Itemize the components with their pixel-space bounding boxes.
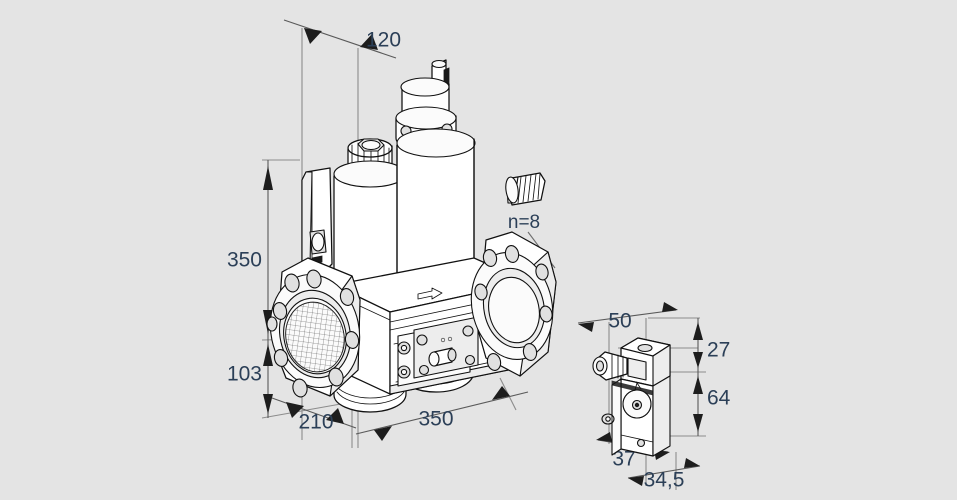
cover-plate bbox=[397, 316, 479, 387]
callout-n8-label: n=8 bbox=[508, 212, 540, 233]
coil-connector-part bbox=[592, 337, 671, 457]
dimension-210: 210 bbox=[271, 397, 357, 434]
dimension-350-length: 350 bbox=[355, 386, 529, 441]
dimension-27: 27 bbox=[693, 318, 730, 372]
dimension-34-5-label: 34,5 bbox=[644, 469, 685, 492]
dimension-350-height-label: 350 bbox=[227, 249, 262, 272]
dimension-350-length-label: 350 bbox=[418, 408, 453, 431]
main-view-group: 120 350 103 210 350 bbox=[227, 19, 557, 448]
plug-nipple-part bbox=[505, 172, 546, 206]
detail-view-group: 50 27 64 37 34,5 bbox=[577, 302, 731, 492]
dimension-120: 120 bbox=[283, 19, 401, 59]
flange-left bbox=[266, 257, 361, 398]
dimension-34-5: 34,5 bbox=[627, 458, 701, 492]
dimension-64: 64 bbox=[693, 372, 731, 436]
dimension-103-label: 103 bbox=[227, 363, 262, 386]
dimension-50: 50 bbox=[577, 302, 678, 333]
dimension-210-label: 210 bbox=[298, 411, 333, 434]
dimension-120-label: 120 bbox=[366, 29, 401, 52]
flange-right bbox=[470, 231, 557, 377]
dimension-103: 103 bbox=[227, 340, 273, 418]
dimension-37-label: 37 bbox=[612, 448, 635, 471]
dimension-64-label: 64 bbox=[707, 387, 731, 410]
dimension-50-label: 50 bbox=[608, 310, 631, 333]
dimension-27-label: 27 bbox=[707, 339, 730, 362]
